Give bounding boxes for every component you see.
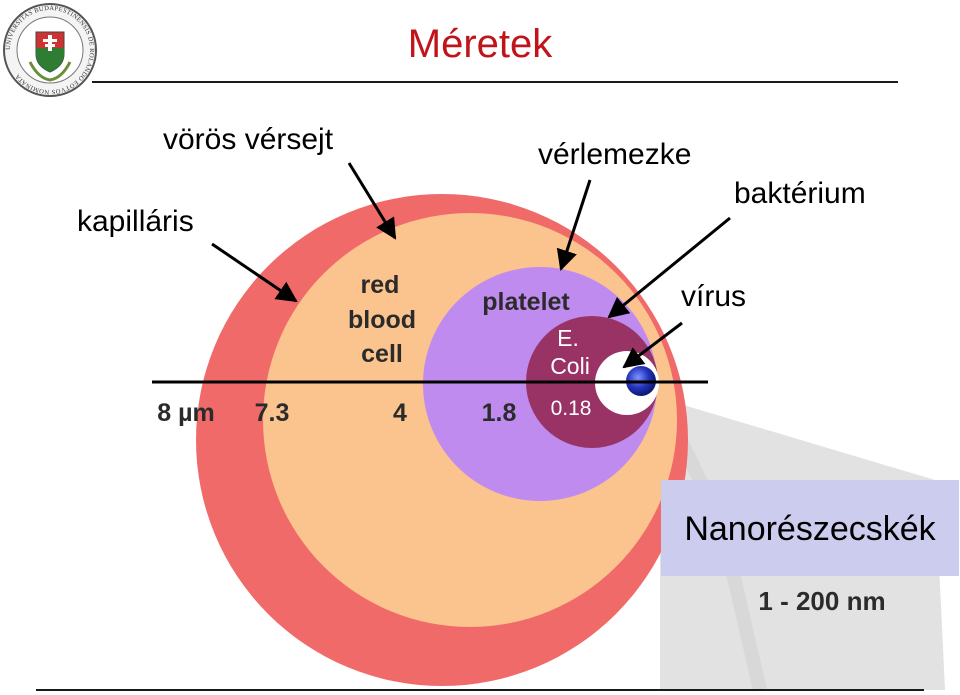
label-capillary-hu: kapilláris [77,205,194,238]
scale-mark-0-18: 0.18 [551,397,592,420]
arrow-bacterium [607,216,731,319]
scale-mark-7-3: 7.3 [255,399,290,427]
rbc-label-blood: blood [348,306,416,334]
platelet-label: platelet [482,288,570,316]
arrow-red-blood-cell [347,162,397,240]
bottom-divider [36,689,924,691]
label-bacterium-hu: baktérium [734,177,866,210]
scale-mark-4: 4 [393,399,407,427]
label-virus-hu: vírus [681,280,747,313]
slide-title: Méretek [407,22,553,66]
nanoparticle-label: Nanorészecskék [684,510,936,548]
label-red-blood-cell-hu: vörös vérsejt [163,123,334,156]
nano-range-label: 1 - 200 nm [758,586,885,616]
label-platelet-hu: vérlemezke [538,138,692,171]
arrow-capillary [211,242,298,303]
scale-mark-1-8: 1.8 [482,399,517,427]
rbc-label-cell: cell [361,340,403,368]
rbc-label-red: red [361,271,400,299]
ecoli-label-e: E. [557,325,579,351]
arrow-platelet [556,179,592,271]
ecoli-label-coli: Coli [550,353,590,379]
arrow-virus [622,321,683,369]
scale-unit-label: 8 µm [157,399,214,427]
university-seal-logo: UNIVERSITAS BUDAPESTINENSIS DE ROLANDO E… [3,3,97,97]
title-divider [92,81,898,83]
nanoparticle-box: Nanorészecskék [661,480,959,576]
